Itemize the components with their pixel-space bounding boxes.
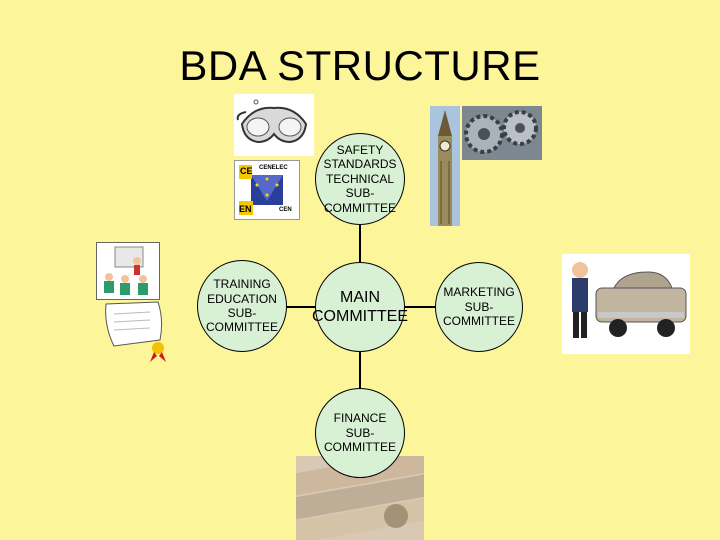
salesman-car-image	[562, 254, 690, 354]
main-committee-label: MAIN COMMITTEE	[312, 288, 408, 325]
main-committee-node: MAIN COMMITTEE	[312, 262, 408, 352]
cen-label: CEN	[279, 207, 292, 213]
gears-image	[462, 106, 542, 160]
finance-node: FINANCE SUB-COMMITTEE	[315, 388, 405, 478]
en-label: EN	[239, 204, 252, 214]
cenelec-label: CENELEC	[259, 165, 288, 171]
safety-goggles-image	[234, 94, 314, 156]
classroom-image	[96, 242, 160, 300]
certificate-scroll-image	[100, 300, 170, 362]
training-education-label: TRAINING EDUCATION SUB-COMMITTEE	[206, 277, 278, 335]
marketing-node: MARKETING SUB-COMMITTEE	[435, 262, 523, 352]
marketing-label: MARKETING SUB-COMMITTEE	[443, 285, 515, 329]
ce-label: CE	[240, 166, 253, 176]
finance-label: FINANCE SUB-COMMITTEE	[324, 411, 396, 455]
standards-logo: CE CENELEC EN CEN	[234, 160, 300, 220]
safety-standards-node: SAFETY STANDARDS TECHNICAL SUB-COMMITTEE	[315, 133, 405, 225]
training-education-node: TRAINING EDUCATION SUB-COMMITTEE	[197, 260, 287, 352]
big-ben-image	[430, 106, 460, 226]
page-title: BDA STRUCTURE	[179, 42, 541, 89]
safety-standards-label: SAFETY STANDARDS TECHNICAL SUB-COMMITTEE	[323, 143, 397, 215]
